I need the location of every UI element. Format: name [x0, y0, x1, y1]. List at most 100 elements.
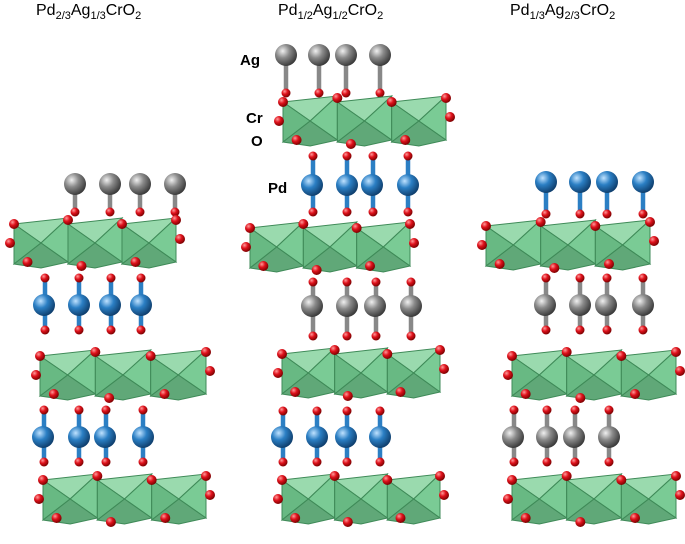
oxygen-atom — [638, 209, 648, 219]
oxygen-atom — [602, 209, 612, 219]
palladium-atom — [335, 426, 357, 448]
oxygen-atom — [101, 457, 111, 467]
title-text: Pd — [510, 2, 530, 19]
oxygen-atom — [382, 475, 393, 485]
silver-atom — [335, 44, 357, 66]
oxygen-atom — [171, 215, 181, 225]
label-ag: Ag — [240, 52, 260, 69]
oxygen-atom — [549, 263, 560, 273]
oxygen-atom — [130, 257, 141, 267]
oxygen-atom — [145, 351, 156, 361]
oxygen-atom — [435, 345, 445, 355]
silver-atom — [301, 295, 323, 317]
palladium-atom — [397, 174, 419, 196]
oxygen-atom — [638, 273, 648, 283]
oxygen-atom — [509, 457, 519, 467]
oxygen-atom — [290, 513, 301, 523]
oxygen-atom — [311, 265, 322, 275]
oxygen-atom — [509, 405, 519, 415]
oxygen-atom — [570, 405, 580, 415]
oxygen-atom — [205, 366, 215, 376]
oxygen-atom — [308, 151, 318, 161]
oxygen-atom — [382, 349, 393, 359]
oxygen-atom — [205, 490, 215, 500]
palladium-atom — [336, 174, 358, 196]
oxygen-atom — [561, 347, 572, 357]
oxygen-atom — [368, 151, 378, 161]
oxygen-atom — [406, 331, 416, 341]
label-pd: Pd — [268, 180, 288, 197]
oxygen-atom — [520, 389, 531, 399]
oxygen-atom — [342, 457, 352, 467]
oxygen-atom — [40, 325, 50, 335]
oxygen-atom — [602, 325, 612, 335]
oxygen-atom — [535, 217, 546, 227]
oxygen-atom — [312, 457, 322, 467]
oxygen-atom — [9, 219, 19, 229]
oxygen-atom — [291, 135, 302, 145]
oxygen-atom — [575, 517, 586, 527]
oxygen-atom — [201, 471, 211, 481]
oxygen-atom — [170, 207, 180, 217]
oxygen-atom — [48, 389, 59, 399]
oxygen-atom — [342, 277, 352, 287]
silver-atom — [99, 173, 121, 195]
oxygen-atom — [375, 406, 385, 416]
oxygen-atom — [604, 405, 614, 415]
silver-atom — [563, 426, 585, 448]
title-pd12-ag12: Pd1/2Ag1/2CrO2 — [278, 2, 383, 22]
title-text: Pd — [278, 2, 298, 19]
title-text: CrO — [579, 2, 610, 19]
silver-atom — [598, 426, 620, 448]
oxygen-atom — [298, 219, 309, 229]
oxygen-atom — [386, 97, 397, 107]
oxygen-atom — [403, 151, 413, 161]
oxygen-atom — [39, 457, 49, 467]
oxygen-atom — [445, 112, 455, 122]
oxygen-atom — [439, 364, 449, 374]
oxygen-atom — [541, 325, 551, 335]
oxygen-atom — [649, 236, 659, 246]
oxygen-atom — [575, 325, 585, 335]
title-text: Ag — [544, 2, 565, 19]
oxygen-atom — [342, 517, 353, 527]
oxygen-atom — [342, 406, 352, 416]
oxygen-atom — [22, 257, 33, 267]
oxygen-atom — [74, 405, 84, 415]
oxygen-atom — [477, 240, 487, 250]
silver-atom — [336, 295, 358, 317]
label-o: O — [251, 133, 263, 150]
cro2-octahedral-layer — [248, 220, 412, 273]
oxygen-atom — [40, 273, 50, 283]
cro2-octahedral-layer — [510, 348, 678, 401]
oxygen-atom — [136, 273, 146, 283]
oxygen-atom — [645, 217, 655, 227]
oxygen-atom — [575, 273, 585, 283]
oxygen-atom — [332, 93, 343, 103]
oxygen-atom — [92, 471, 103, 481]
oxygen-atom — [31, 370, 41, 380]
palladium-atom — [132, 426, 154, 448]
oxygen-atom — [375, 457, 385, 467]
oxygen-atom — [106, 325, 116, 335]
oxygen-atom — [201, 347, 211, 357]
oxygen-atom — [90, 347, 101, 357]
title-sub: 2 — [135, 10, 142, 22]
silver-atom — [595, 294, 617, 316]
oxygen-atom — [308, 207, 318, 217]
oxygen-atom — [604, 457, 614, 467]
palladium-atom — [271, 426, 293, 448]
oxygen-atom — [541, 273, 551, 283]
oxygen-atom — [281, 88, 291, 98]
palladium-atom — [369, 426, 391, 448]
cro2-octahedral-layer — [484, 218, 652, 271]
cro2-octahedral-layer — [510, 472, 678, 525]
title-text: Pd — [36, 2, 56, 19]
cro2-octahedral-layer — [280, 472, 442, 525]
oxygen-atom — [671, 347, 681, 357]
oxygen-atom — [159, 389, 170, 399]
silver-atom — [164, 173, 186, 195]
oxygen-atom — [175, 234, 185, 244]
oxygen-atom — [342, 151, 352, 161]
